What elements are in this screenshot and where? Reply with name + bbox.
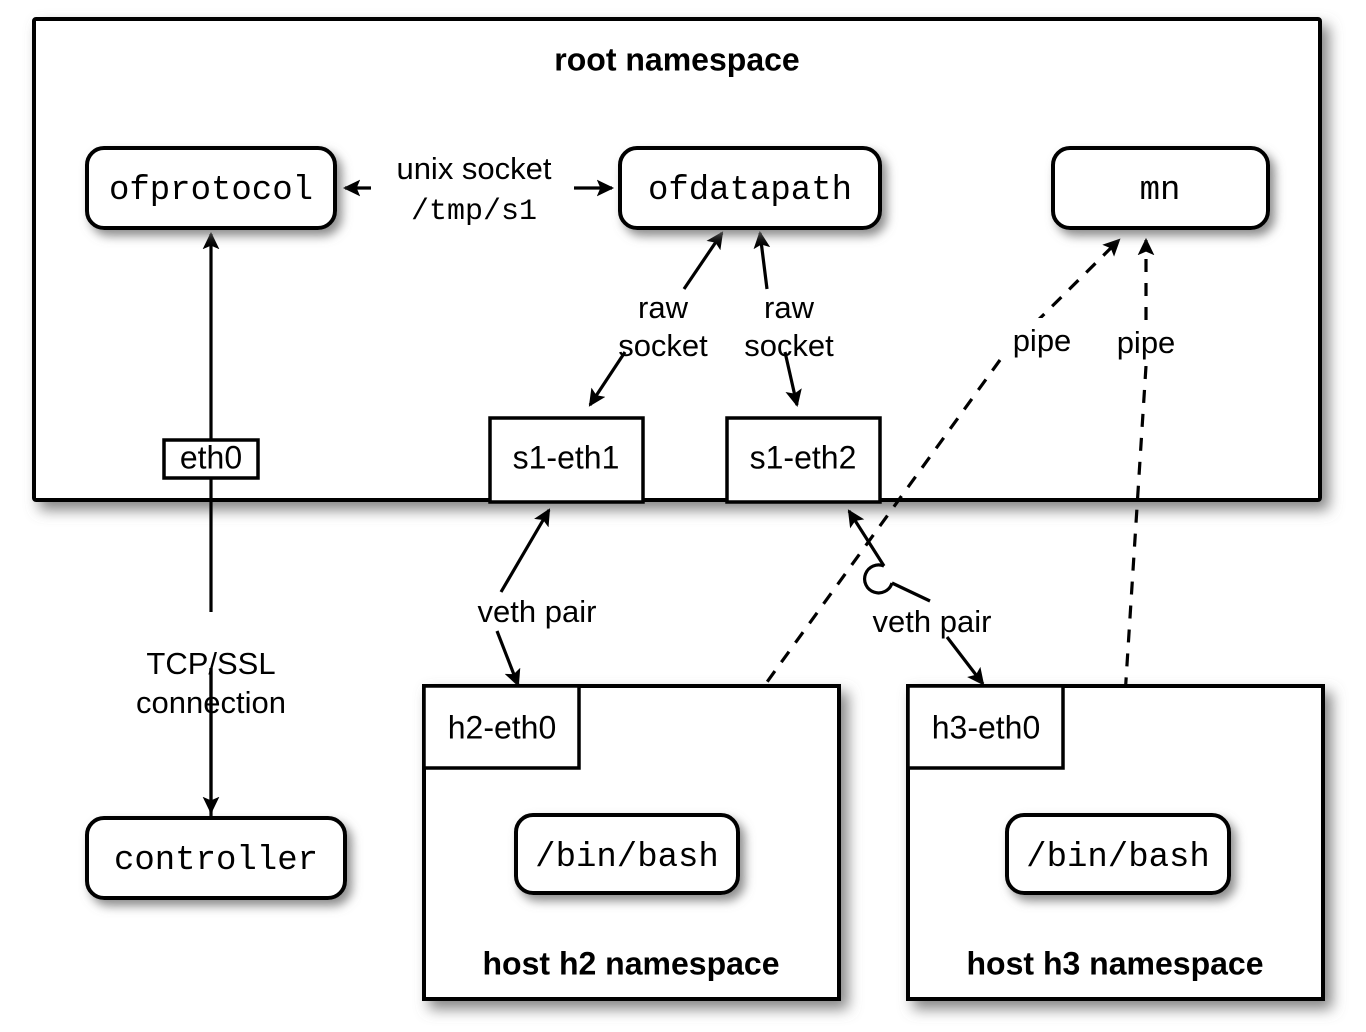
process-controller[interactable]: controller xyxy=(85,816,347,900)
interface-s1-eth2-label: s1-eth2 xyxy=(750,439,857,475)
interface-eth0-box[interactable] xyxy=(162,438,260,480)
edge-raw-socket-1-down xyxy=(588,351,627,407)
edge-pipe-right: pipe xyxy=(1110,237,1186,809)
interface-h2-eth0[interactable]: h2-eth0 xyxy=(422,684,581,770)
process-ofdatapath-box[interactable] xyxy=(618,146,882,230)
root-namespace-box xyxy=(32,17,1322,502)
process-controller-label: controller xyxy=(114,842,318,880)
edge-veth-left-down xyxy=(495,630,521,687)
interface-h3-eth0[interactable]: h3-eth0 xyxy=(906,684,1065,770)
host-h2-namespace-title: host h2 namespace xyxy=(483,945,780,981)
process-ofprotocol-box[interactable] xyxy=(85,146,337,230)
tcp-label-backdrop xyxy=(188,612,236,668)
process-mn-box[interactable] xyxy=(1051,146,1270,230)
root-namespace-title: root namespace xyxy=(554,41,799,77)
process-h2-bash-box[interactable] xyxy=(514,813,740,895)
process-h2-bash-label: /bin/bash xyxy=(535,839,719,877)
host-h2-namespace-container: host h2 namespace h2-eth0 /bin/bash xyxy=(422,684,841,1001)
edge-label-pipe-left: pipe xyxy=(1013,323,1072,358)
host-h3-namespace-title: host h3 namespace xyxy=(967,945,1264,981)
process-h2-bash[interactable]: /bin/bash xyxy=(514,813,740,895)
interface-h2-eth0-box[interactable] xyxy=(422,684,581,770)
edge-label-pipe-right: pipe xyxy=(1117,325,1176,360)
interface-s1-eth1-box[interactable] xyxy=(488,416,645,504)
pipe-right-label-backdrop xyxy=(1110,322,1186,366)
process-h3-bash-label: /bin/bash xyxy=(1026,839,1210,877)
edge-veth-left-up xyxy=(499,508,551,593)
edge-label-unix-socket-path: /tmp/s1 xyxy=(411,195,537,229)
edge-veth-right-mid xyxy=(891,581,931,603)
edge-label-unix-socket: unix socket xyxy=(396,151,551,186)
edge-label-raw-socket-2-line2: socket xyxy=(744,328,834,363)
edge-label-tcp-ssl-line1: TCP/SSL xyxy=(146,646,275,681)
edge-label-veth-pair-left: veth pair xyxy=(478,594,597,629)
edge-tcp-ssl: TCP/SSL connection xyxy=(136,231,286,820)
process-mn-label: mn xyxy=(1140,172,1181,210)
interface-h3-eth0-label: h3-eth0 xyxy=(932,709,1041,745)
pipe-left-label-backdrop xyxy=(1004,318,1080,362)
edge-raw-socket-2-up xyxy=(753,230,771,290)
interface-eth0[interactable]: eth0 xyxy=(162,438,260,480)
process-h3-bash-box[interactable] xyxy=(1005,813,1231,895)
edge-raw-socket-1: raw socket xyxy=(588,231,724,407)
edge-veth-right-down xyxy=(945,636,985,686)
interface-eth0-label: eth0 xyxy=(180,439,242,475)
edge-label-raw-socket-1-line2: socket xyxy=(618,328,708,363)
edge-label-veth-pair-right: veth pair xyxy=(873,604,992,639)
line-hop-icon xyxy=(863,563,894,595)
interface-s1-eth2[interactable]: s1-eth2 xyxy=(725,416,882,504)
edge-veth-pair-left: veth pair xyxy=(478,508,597,687)
process-ofprotocol-label: ofprotocol xyxy=(109,172,313,210)
interface-s1-eth1[interactable]: s1-eth1 xyxy=(488,416,645,504)
edge-label-raw-socket-1-line1: raw xyxy=(638,290,689,325)
root-namespace-container: root namespace xyxy=(32,17,1322,502)
interface-h3-eth0-box[interactable] xyxy=(906,684,1065,770)
interface-h2-eth0-label: h2-eth0 xyxy=(448,709,557,745)
interface-s1-eth1-label: s1-eth1 xyxy=(513,439,620,475)
process-ofdatapath-label: ofdatapath xyxy=(648,172,852,210)
process-ofprotocol[interactable]: ofprotocol xyxy=(85,146,337,230)
host-h3-namespace-container: host h3 namespace h3-eth0 /bin/bash xyxy=(906,684,1325,1001)
edge-label-raw-socket-2-line1: raw xyxy=(764,290,815,325)
edge-raw-socket-1-up xyxy=(682,231,724,290)
interface-s1-eth2-box[interactable] xyxy=(725,416,882,504)
edge-label-tcp-ssl-line2: connection xyxy=(136,685,286,720)
process-mn[interactable]: mn xyxy=(1051,146,1270,230)
process-h3-bash[interactable]: /bin/bash xyxy=(1005,813,1231,895)
edge-raw-socket-2: raw socket xyxy=(744,230,834,408)
edge-unix-socket: unix socket /tmp/s1 xyxy=(342,151,615,229)
edge-veth-right-up xyxy=(847,509,886,567)
process-controller-box[interactable] xyxy=(85,816,347,900)
process-ofdatapath[interactable]: ofdatapath xyxy=(618,146,882,230)
edge-veth-pair-right: veth pair xyxy=(847,509,992,686)
edge-raw-socket-2-down xyxy=(783,351,802,408)
